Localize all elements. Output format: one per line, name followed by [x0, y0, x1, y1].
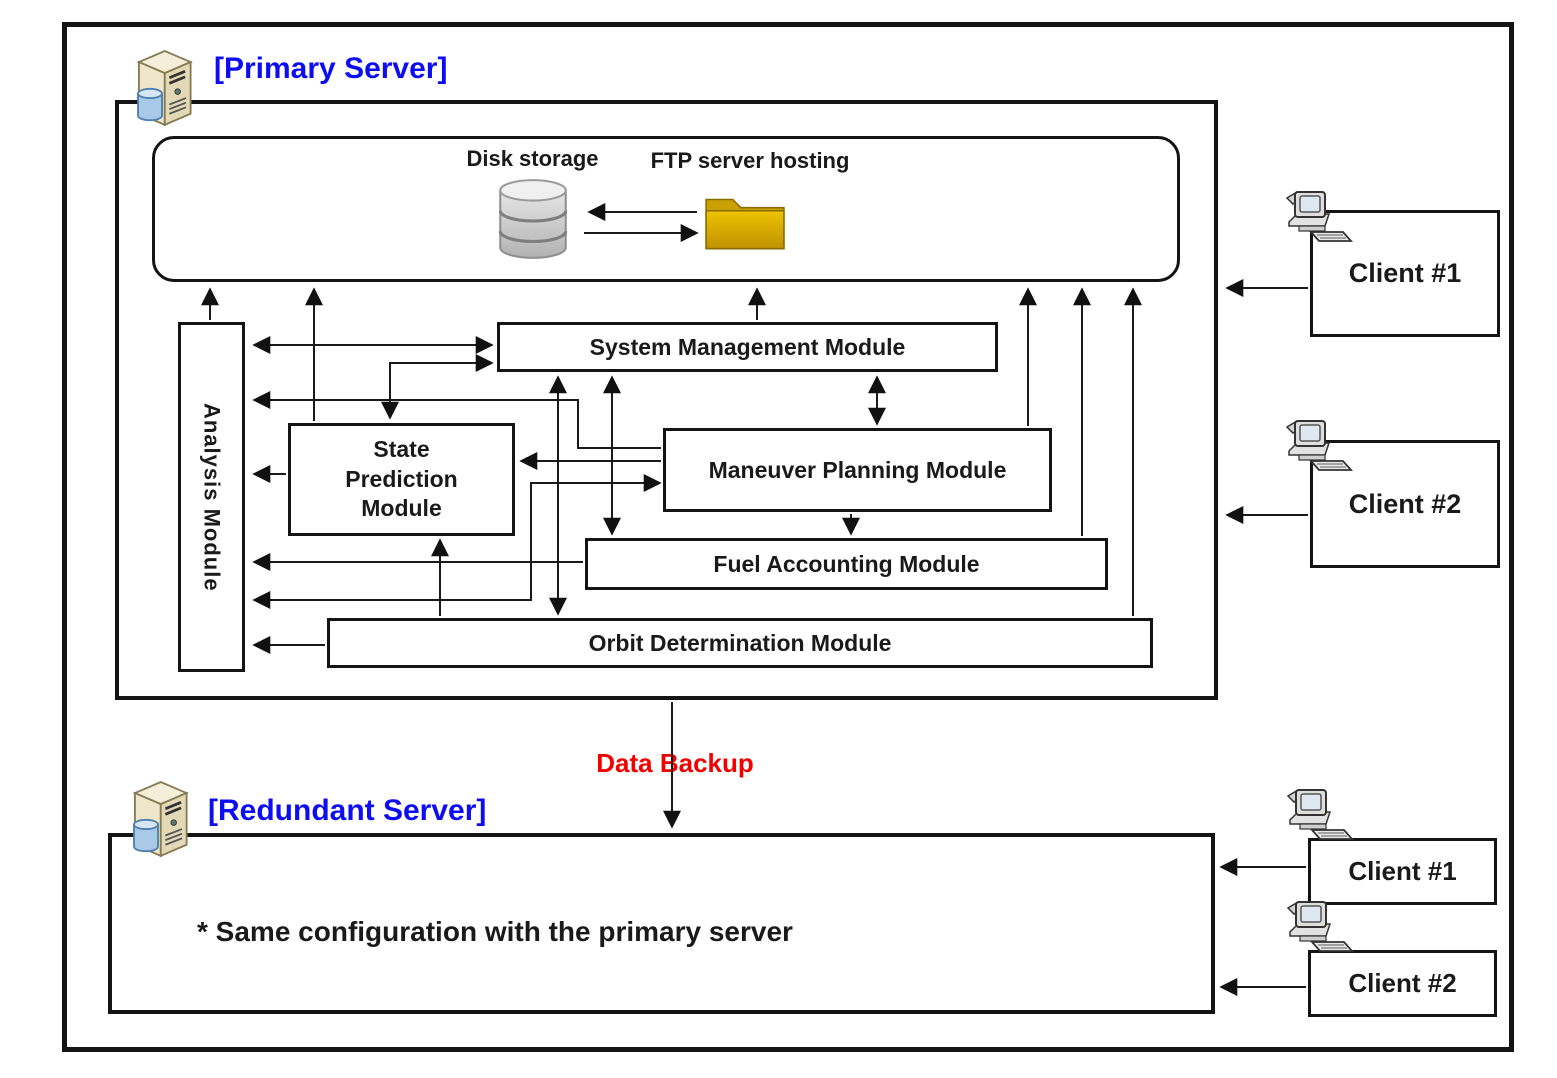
state-prediction-module-box: State Prediction Module: [288, 423, 515, 536]
storage-container-box: [152, 136, 1180, 282]
orbit-determination-module-label: Orbit Determination Module: [588, 629, 892, 656]
state-prediction-module-label: State Prediction Module: [345, 435, 458, 522]
server-tower-icon: [136, 49, 193, 127]
primary-server-label: [Primary Server]: [214, 52, 448, 85]
diagram-outer-border: [62, 22, 1514, 1052]
ftp-server-hosting-label: FTP server hosting: [650, 148, 850, 173]
folder-icon: [705, 198, 785, 250]
redundant-client2-box: Client #2: [1308, 950, 1497, 1017]
analysis-module-box: Analysis Module: [178, 322, 245, 672]
disk-storage-label: Disk storage: [466, 146, 599, 171]
data-backup-label: Data Backup: [596, 748, 754, 778]
server-tower-icon: [132, 780, 189, 858]
redundant-client1-label: Client #1: [1348, 856, 1457, 886]
orbit-determination-module-box: Orbit Determination Module: [327, 618, 1153, 668]
system-management-module-box: System Management Module: [497, 322, 998, 372]
primary-client2-label: Client #2: [1348, 488, 1462, 519]
analysis-module-label: Analysis Module: [199, 402, 225, 592]
desktop-computer-icon: [1285, 191, 1354, 242]
maneuver-planning-module-label: Maneuver Planning Module: [708, 456, 1007, 483]
redundant-client2-label: Client #2: [1348, 968, 1457, 998]
primary-client1-label: Client #1: [1348, 258, 1462, 288]
desktop-computer-icon: [1286, 789, 1355, 840]
maneuver-planning-module-box: Maneuver Planning Module: [663, 428, 1052, 512]
redundant-note-label: * Same configuration with the primary se…: [197, 916, 793, 947]
database-cylinder-icon: [498, 179, 568, 259]
redundant-server-label: [Redundant Server]: [208, 794, 487, 827]
desktop-computer-icon: [1285, 420, 1354, 471]
fuel-accounting-module-label: Fuel Accounting Module: [713, 550, 980, 577]
redundant-server-box: [108, 833, 1215, 1014]
fuel-accounting-module-box: Fuel Accounting Module: [585, 538, 1108, 590]
system-management-module-label: System Management Module: [589, 333, 906, 360]
redundant-client1-box: Client #1: [1308, 838, 1497, 905]
desktop-computer-icon: [1286, 901, 1355, 952]
